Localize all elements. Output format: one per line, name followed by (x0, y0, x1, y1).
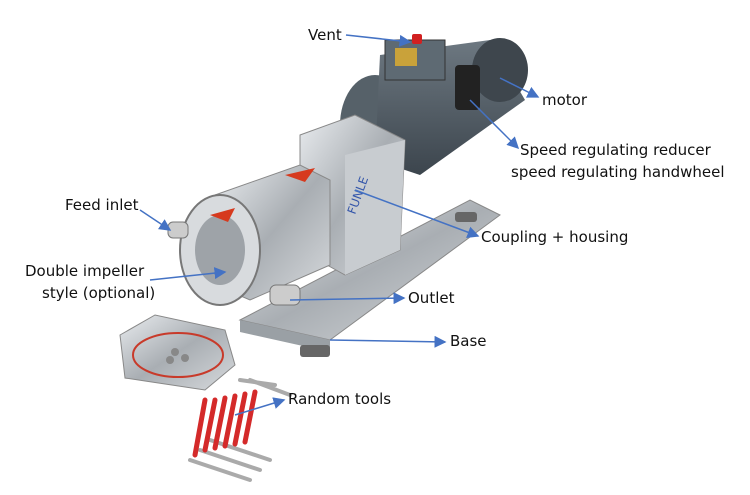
label-outlet: Outlet (408, 289, 455, 307)
hex-keys (188, 378, 292, 482)
label-motor: motor (542, 91, 588, 109)
label-vent: Vent (308, 26, 342, 44)
arrow-motor (499, 77, 540, 98)
label-impeller: Double impeller (25, 262, 145, 280)
arrow-tools (234, 397, 286, 416)
label-base: Base (450, 332, 487, 350)
callout-arrows (139, 34, 540, 416)
pump-head (167, 164, 331, 306)
arrow-reducer (469, 99, 520, 150)
label-feed-inlet: Feed inlet (65, 196, 139, 214)
label-impeller-style: style (optional) (42, 284, 156, 302)
label-reducer: Speed regulating reducer (520, 141, 711, 159)
label-handwheel: speed regulating handwheel (511, 163, 725, 181)
label-coupling: Coupling + housing (481, 228, 629, 246)
cover-plate (119, 314, 236, 391)
arrow-coupling (354, 189, 480, 238)
label-tools: Random tools (288, 390, 392, 408)
arrow-base (329, 335, 447, 348)
arrow-vent (345, 34, 412, 47)
motor (340, 34, 528, 175)
arrow-outlet (289, 292, 406, 305)
arrow-impeller (149, 267, 227, 281)
arrow-feed-inlet (139, 209, 172, 231)
